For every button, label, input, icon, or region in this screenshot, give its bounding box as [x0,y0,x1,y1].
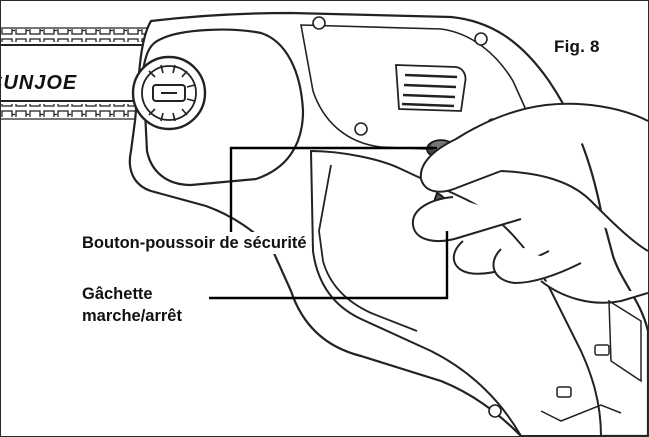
air-vent [395,64,467,112]
lower-guard [318,164,418,332]
trigger-callout-line2: marche/arrêt [82,307,182,325]
chain-top [1,27,151,42]
safety-button-leader [229,146,437,239]
brand-logo: SUNJOE [1,72,78,94]
trigger-callout: Gâchette marche/arrêt [79,283,185,327]
rear-handle [309,149,603,436]
figure-label: Fig. 8 [554,37,600,56]
trigger-leader [209,231,449,300]
tension-knob [131,55,207,131]
trigger-callout-line1: Gâchette [82,285,153,303]
operator-hand [411,102,648,304]
base-details [540,299,642,422]
safety-button-callout: Bouton-poussoir de sécurité [79,232,310,254]
chain-bottom [1,104,151,120]
